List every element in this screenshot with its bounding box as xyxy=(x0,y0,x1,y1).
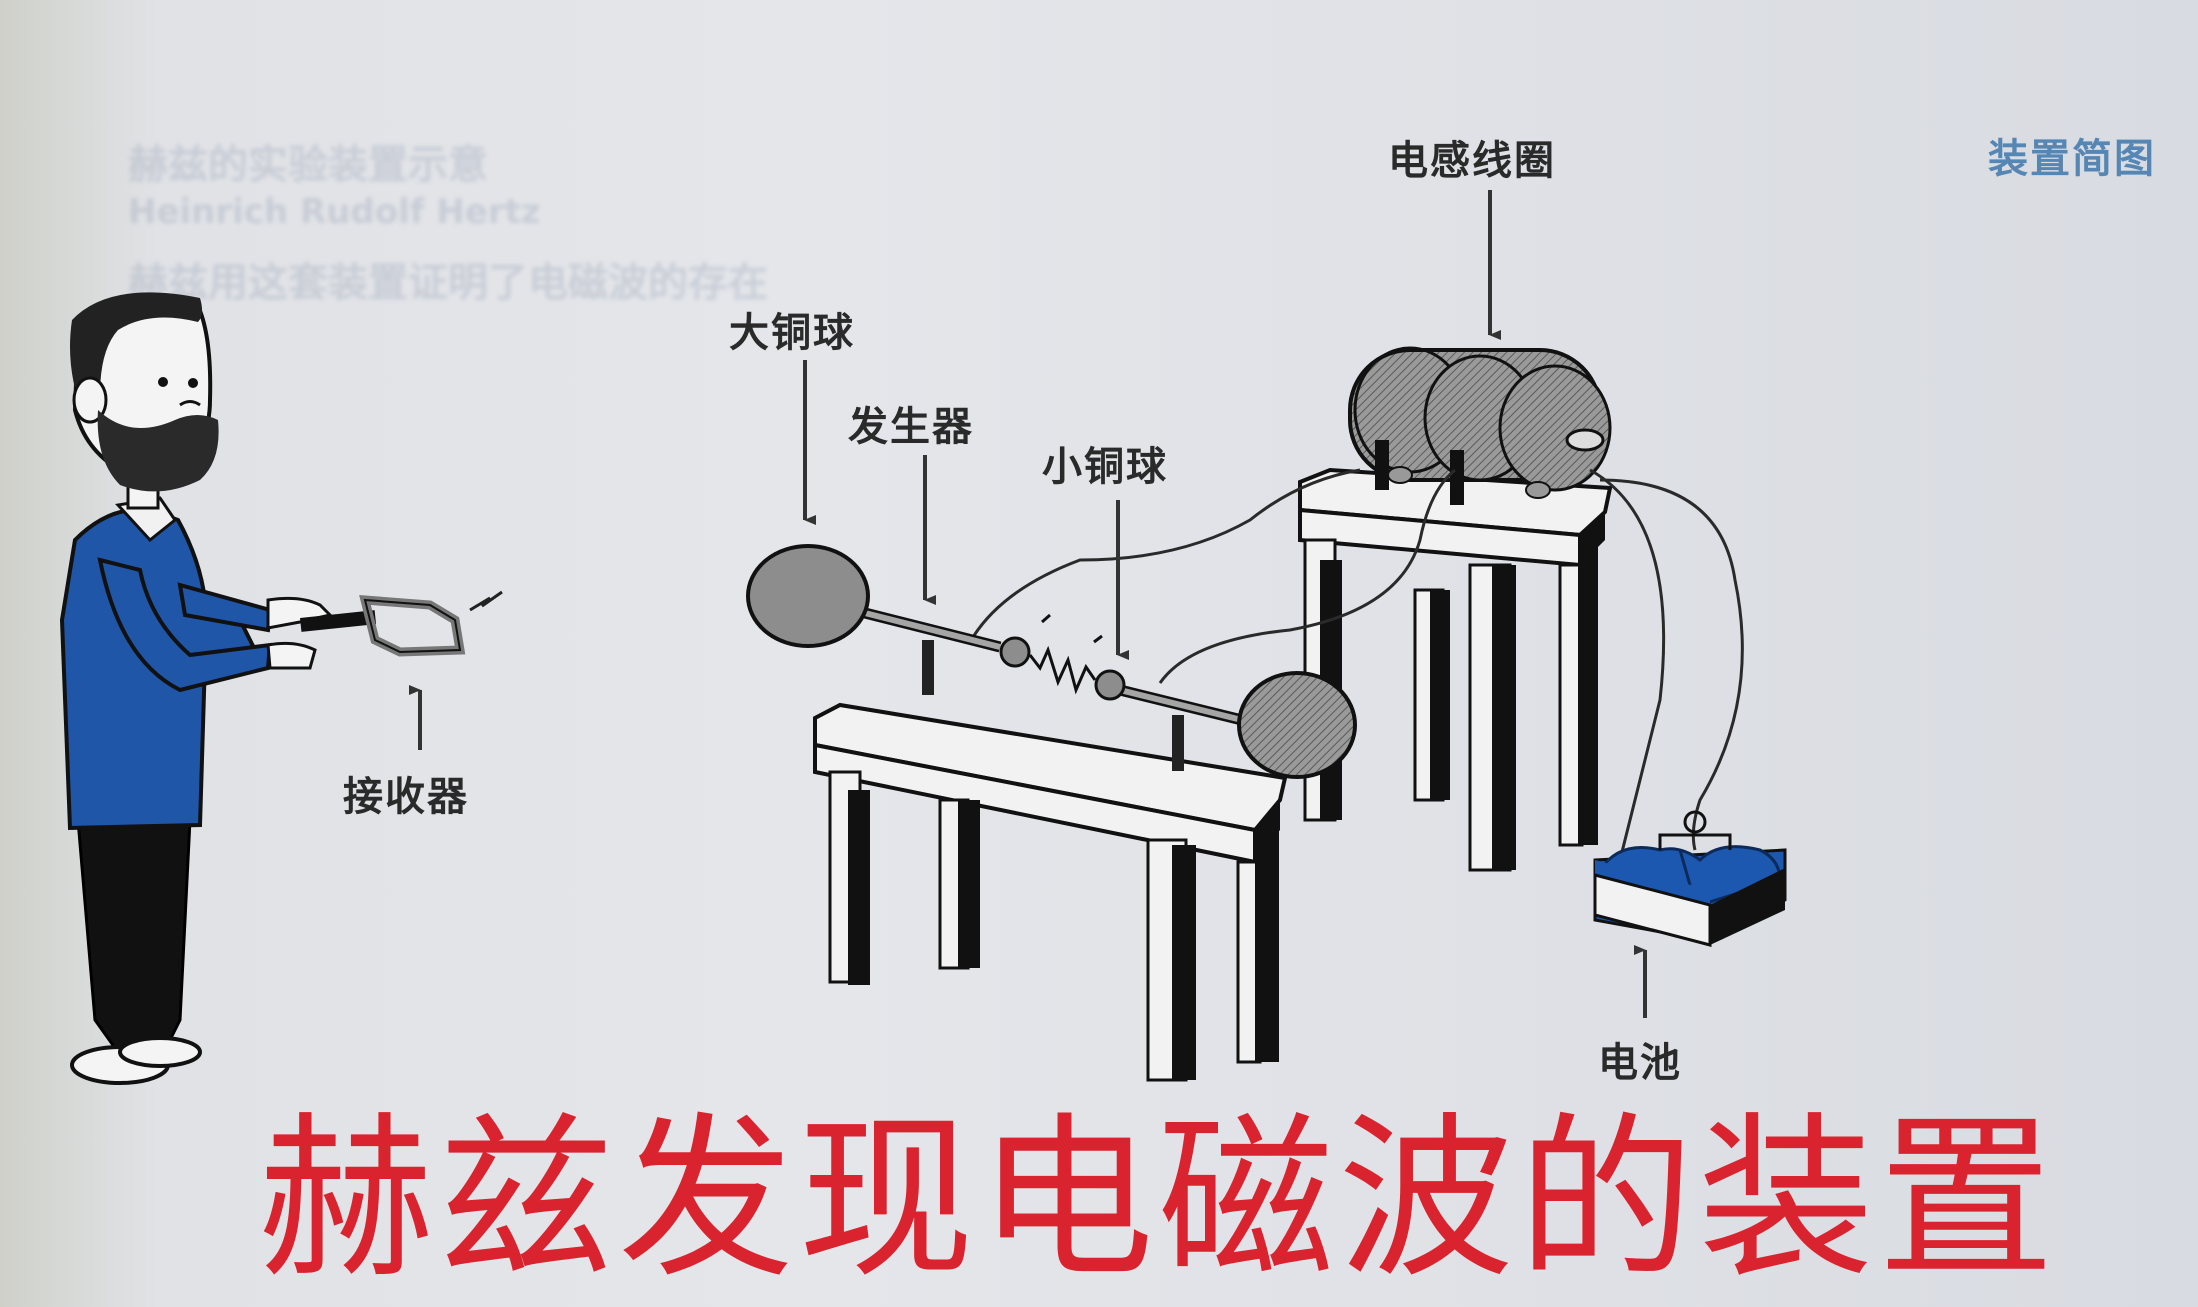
wires xyxy=(968,468,1744,881)
battery xyxy=(1593,810,1787,947)
bleed-text-1: 赫兹的实验装置示意 xyxy=(128,142,488,188)
bleed-text-2: Heinrich Rudolf Hertz xyxy=(128,192,541,232)
small-copper-ball-left xyxy=(999,636,1031,668)
large-copper-ball-left xyxy=(746,544,870,648)
inductor-coil xyxy=(1348,346,1612,505)
coil-table xyxy=(1298,467,1613,872)
label-battery: 电池 xyxy=(1598,1040,1682,1086)
small-copper-ball-right xyxy=(1094,669,1126,701)
spark-icon xyxy=(1028,645,1097,695)
spark-gap-generator xyxy=(746,544,1357,779)
large-copper-ball-right xyxy=(1237,671,1357,779)
figure-caption: 赫兹发现电磁波的装置 xyxy=(258,1097,2059,1302)
label-inductor-coil: 电感线圈 xyxy=(1388,138,1556,184)
generator-table xyxy=(813,702,1288,1082)
label-receiver: 接收器 xyxy=(343,774,469,820)
label-small-copper-ball: 小铜球 xyxy=(1042,444,1168,490)
label-generator: 发生器 xyxy=(848,404,974,450)
receiver-spark-icon xyxy=(469,590,503,612)
person-figure xyxy=(59,292,503,1085)
bleed-text-3: 赫兹用这套装置证明了电磁波的存在 xyxy=(128,260,768,306)
label-figure-sketch: 装置简图 xyxy=(1988,136,2156,182)
receiver-loop xyxy=(359,595,466,657)
label-large-copper-ball: 大铜球 xyxy=(729,310,855,356)
